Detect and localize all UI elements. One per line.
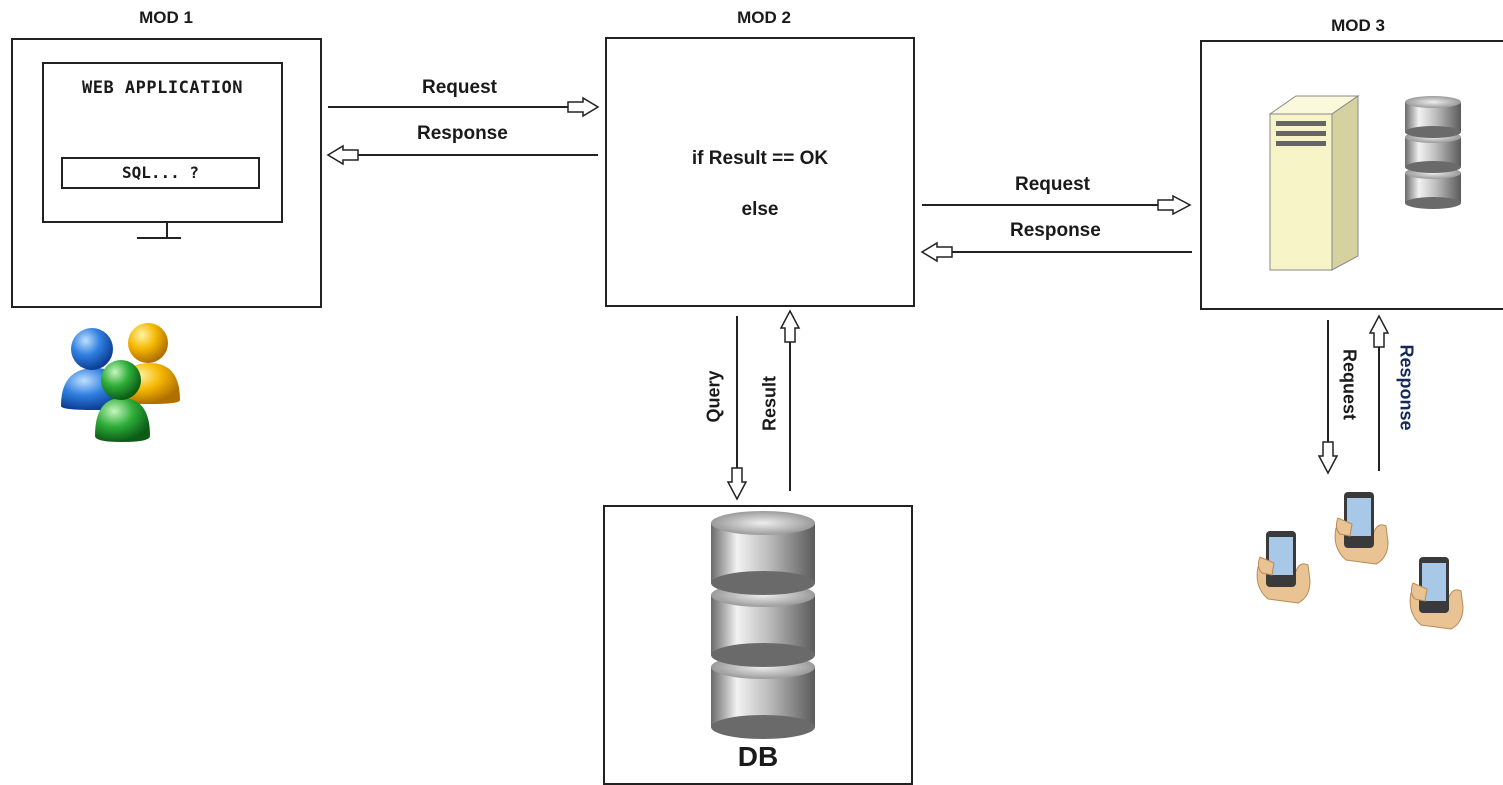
mobile-phone-in-hand-icon [1256,531,1311,604]
monitor-neck [166,223,168,237]
users-group-icon [61,323,180,442]
label-response-mobile-mod3: Response [1396,344,1417,431]
label-request-mod3-mobile: Request [1339,348,1360,420]
condition-else: else [741,199,779,220]
mobile-phone-in-hand-icon [1334,492,1389,565]
condition-if: if Result == OK [691,148,829,169]
monitor-screen: WEB APPLICATION SQL... ? [42,62,283,223]
label-result: Result [759,376,780,432]
db-label: DB [737,741,779,772]
sql-field: SQL... ? [61,157,260,189]
database-icon [1405,96,1461,209]
mobile-phone-in-hand-icon [1409,557,1464,630]
mod2-box: if Result == OK else [605,37,915,307]
label-query: Query [703,370,724,423]
monitor-stand [137,237,181,239]
label-request-mod1-mod2: Request [422,77,497,98]
arrow-mobile-to-mod3 [1368,314,1390,471]
arrow-mod3-to-mobile [1317,320,1339,475]
arrow-mod2-to-mod3 [922,194,1192,216]
mod2-title: MOD 2 [737,8,791,27]
label-response-mod2-mod1: Response [417,123,508,144]
arrow-mod2-to-db [726,316,748,501]
arrow-mod3-to-mod2 [920,241,1192,263]
label-request-mod2-mod3: Request [1015,174,1090,195]
arrow-mod1-to-mod2 [328,96,600,118]
database-icon-large [711,511,815,739]
mod3-title: MOD 3 [1331,16,1385,35]
web-application-title: WEB APPLICATION [81,78,244,98]
arrow-db-to-mod2 [779,309,801,491]
server-tower-icon [1268,95,1360,271]
mod1-box: WEB APPLICATION SQL... ? [11,38,322,308]
label-response-mod3-mod2: Response [1010,220,1101,241]
arrow-mod2-to-mod1 [326,144,598,166]
mod1-title: MOD 1 [139,8,193,27]
